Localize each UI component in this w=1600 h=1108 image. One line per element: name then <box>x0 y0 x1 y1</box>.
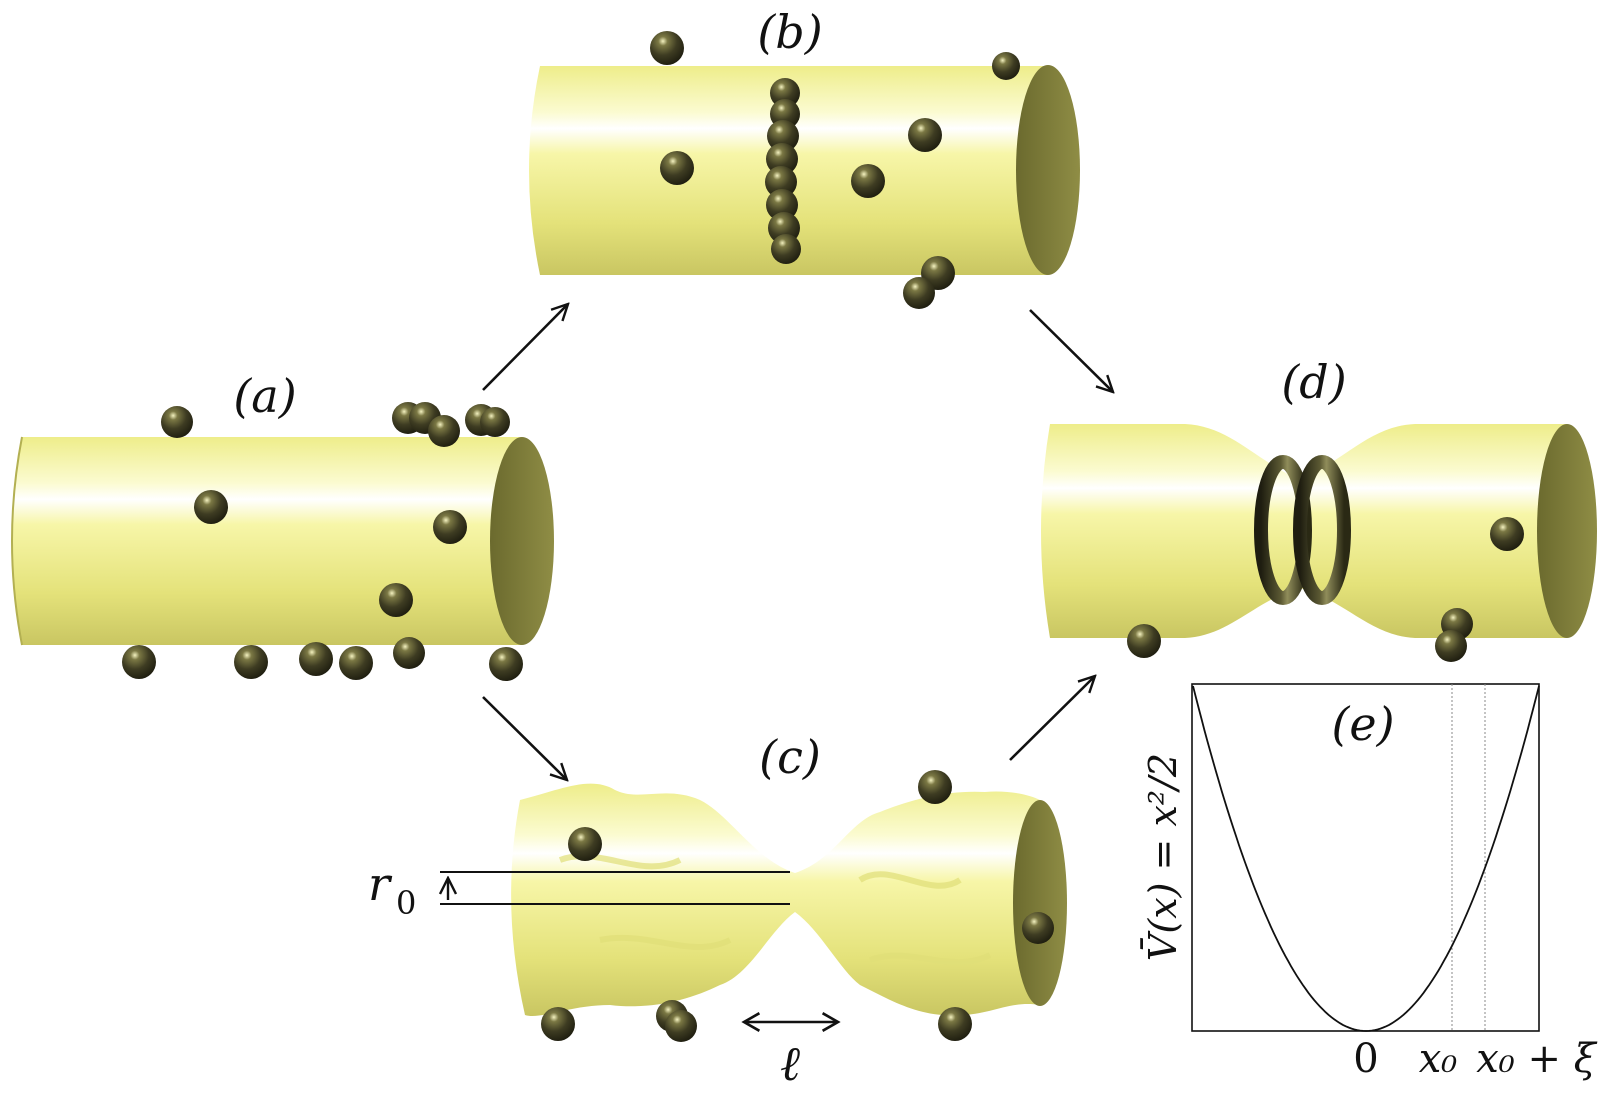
panel-e-label: (e) <box>1331 697 1394 751</box>
panel-d: (d) <box>1041 355 1597 662</box>
panel-e-plot: (e) V̄(x) = x²/2 0 x₀ x₀ + ξ <box>1141 683 1598 1082</box>
particle-ring-b <box>765 78 801 264</box>
cylinder-b <box>529 65 1080 275</box>
xtick-0: 0 <box>1353 1036 1378 1082</box>
fluctuating-tube-c <box>511 783 1067 1017</box>
r0-annotation: r 0 <box>368 857 790 922</box>
particle-rings-d <box>1254 455 1351 605</box>
ell-annotation: ℓ <box>741 1012 841 1092</box>
panel-b-label: (b) <box>757 5 822 59</box>
r0-label: r <box>368 857 393 911</box>
panel-c: (c) r 0 ℓ <box>368 730 1067 1092</box>
arrow-c-to-d <box>1009 676 1095 761</box>
panel-d-label: (d) <box>1281 355 1346 409</box>
arrow-b-to-d <box>1029 309 1113 392</box>
r0-subscript: 0 <box>396 884 416 922</box>
arrow-a-to-c <box>482 696 567 780</box>
potential-curve <box>1192 685 1540 1032</box>
transition-arrows <box>482 304 1113 780</box>
cylinder-a <box>11 436 554 646</box>
xtick-x0: x₀ <box>1419 1036 1458 1082</box>
particles-a <box>122 402 523 681</box>
plot-frame <box>1191 683 1540 1032</box>
particles-c <box>541 770 1054 1042</box>
arrow-a-to-b <box>482 304 568 391</box>
y-axis-label: V̄(x) = x²/2 <box>1141 753 1185 961</box>
particles-b <box>650 31 1020 309</box>
panel-a-label: (a) <box>233 369 296 423</box>
panel-c-label: (c) <box>759 730 821 784</box>
xtick-x0-plus-xi: x₀ + ξ <box>1476 1036 1598 1082</box>
ell-label: ℓ <box>780 1036 800 1092</box>
panel-a: (a) <box>11 369 554 681</box>
particles-d <box>1127 517 1524 662</box>
panel-b: (b) <box>529 5 1080 309</box>
